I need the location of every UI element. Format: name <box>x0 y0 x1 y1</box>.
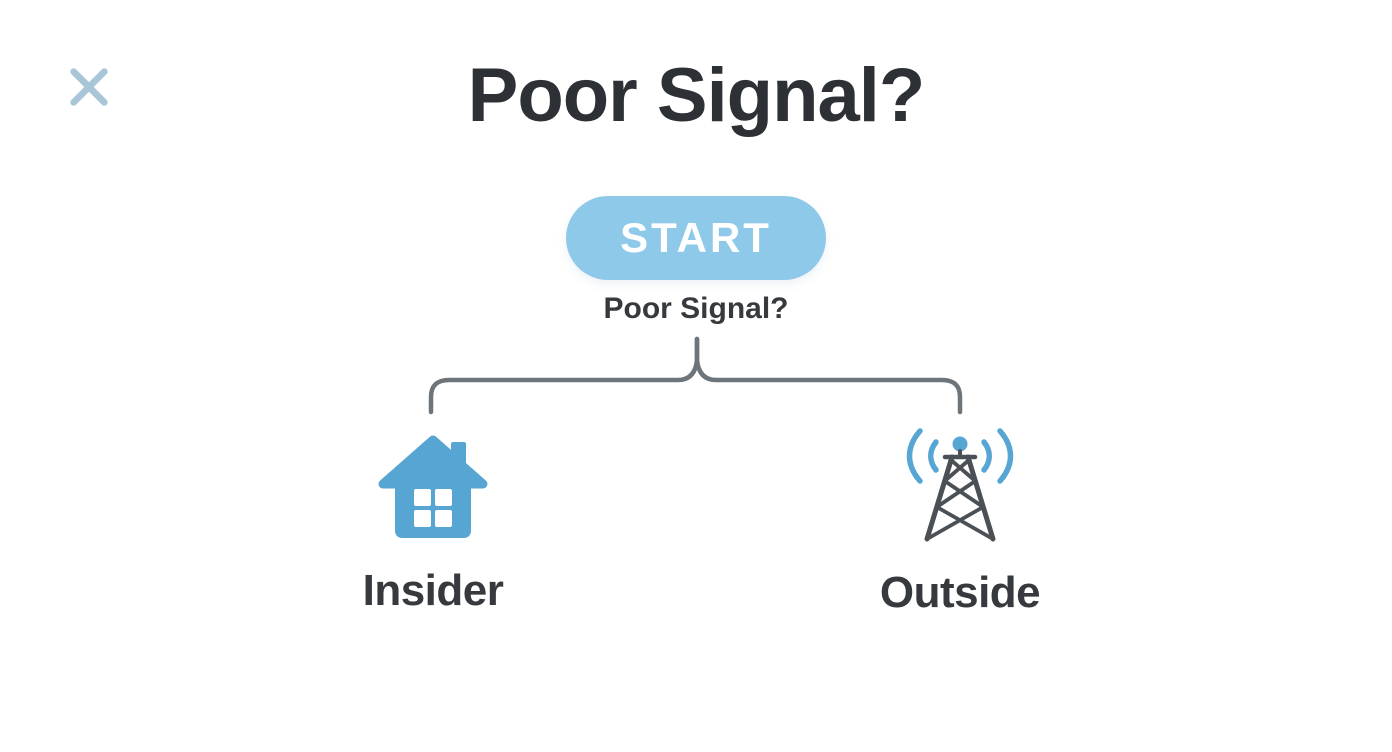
start-button[interactable]: START <box>566 196 826 280</box>
option-inside[interactable]: Insider <box>323 432 543 616</box>
option-outside[interactable]: Outside <box>850 426 1070 618</box>
house-icon <box>378 435 488 538</box>
close-icon <box>70 68 108 106</box>
question-label: Poor Signal? <box>603 292 789 325</box>
close-button[interactable] <box>64 62 114 112</box>
page-title: Poor Signal? <box>467 53 926 138</box>
radio-tower-icon <box>906 428 1014 542</box>
option-outside-label: Outside <box>879 568 1041 617</box>
option-inside-label: Insider <box>362 566 504 615</box>
